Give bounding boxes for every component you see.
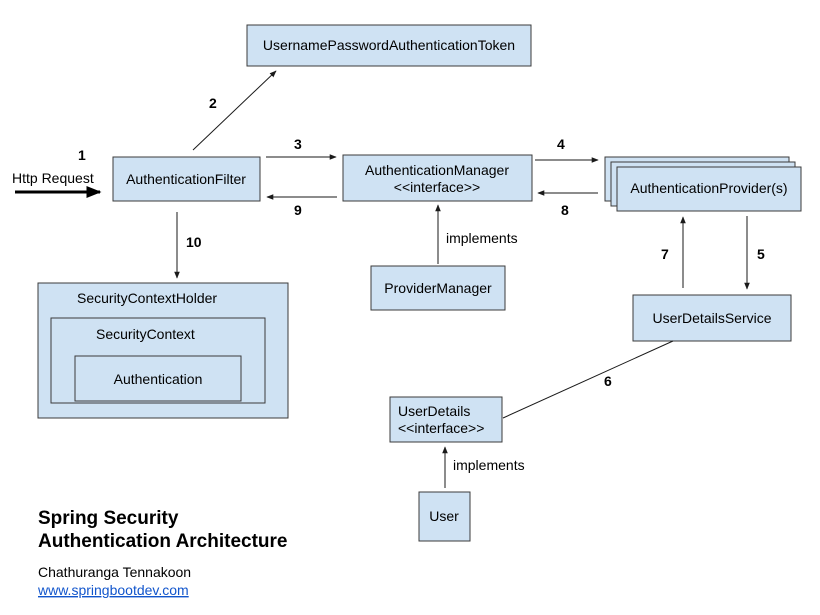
- user-label: User: [429, 508, 459, 524]
- user-details-box: UserDetails <<interface>>: [389, 396, 503, 443]
- http-request-label: Http Request: [12, 170, 94, 186]
- token-label: UsernamePasswordAuthenticationToken: [263, 37, 515, 53]
- provider-manager-label: ProviderManager: [384, 280, 492, 296]
- user-details-label: UserDetails: [398, 403, 470, 419]
- diagram-title-line2: Authentication Architecture: [38, 531, 288, 552]
- step-8-number: 8: [561, 202, 569, 218]
- author-name: Chathuranga Tennakoon: [38, 564, 191, 580]
- step-9-number: 9: [294, 202, 302, 218]
- implements-user-label: implements: [453, 457, 525, 473]
- association-line-step-6: [502, 340, 674, 419]
- provider-manager-box: ProviderManager: [370, 265, 506, 311]
- authentication-filter-box: AuthenticationFilter: [112, 156, 261, 202]
- token-box: UsernamePasswordAuthenticationToken: [246, 24, 532, 67]
- step-5-number: 5: [757, 246, 765, 262]
- user-box: User: [418, 491, 471, 542]
- security-context-label: SecurityContext: [96, 326, 195, 342]
- user-details-service-box: UserDetailsService: [632, 294, 792, 342]
- authentication-filter-label: AuthenticationFilter: [126, 171, 246, 187]
- authentication-manager-stereotype: <<interface>>: [394, 179, 480, 195]
- step-1-number: 1: [78, 147, 86, 163]
- security-context-holder-label: SecurityContextHolder: [77, 290, 217, 306]
- step-6-number: 6: [604, 373, 612, 389]
- website-link[interactable]: www.springbootdev.com: [37, 582, 189, 598]
- implements-manager-label: implements: [446, 230, 518, 246]
- authentication-manager-box: AuthenticationManager <<interface>>: [342, 154, 533, 202]
- arrow-step-2: [192, 70, 277, 151]
- step-10-number: 10: [186, 234, 202, 250]
- authentication-manager-label: AuthenticationManager: [365, 162, 509, 178]
- step-3-number: 3: [294, 136, 302, 152]
- authentication-provider-stack: AuthenticationProvider(s): [604, 156, 802, 212]
- user-details-service-label: UserDetailsService: [652, 310, 771, 326]
- authentication-label: Authentication: [114, 371, 203, 387]
- step-4-number: 4: [557, 136, 565, 152]
- authentication-provider-label: AuthenticationProvider(s): [630, 180, 787, 196]
- diagram-title-line1: Spring Security: [38, 508, 179, 529]
- user-details-stereotype: <<interface>>: [398, 420, 484, 436]
- authentication-box: Authentication: [74, 355, 242, 402]
- step-2-number: 2: [209, 95, 217, 111]
- step-7-number: 7: [661, 246, 669, 262]
